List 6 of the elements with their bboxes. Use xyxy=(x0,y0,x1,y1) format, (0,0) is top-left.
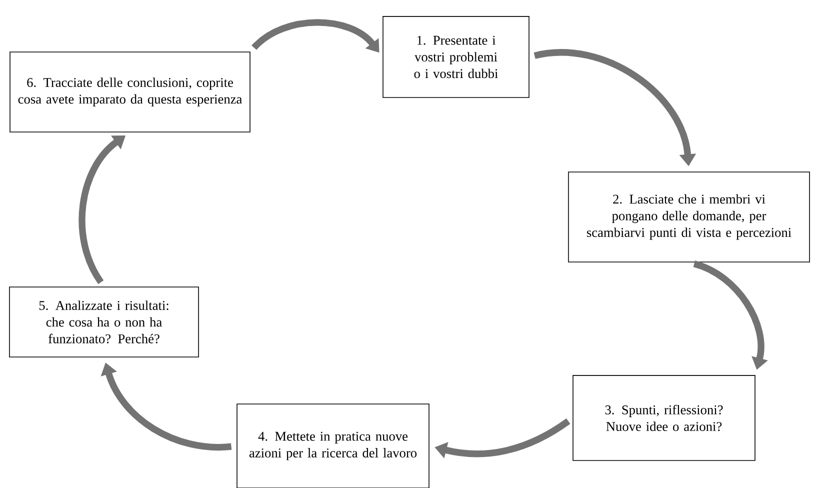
step-box: 1. Presentate i vostri problemi o i vostri dubbi xyxy=(382,16,530,98)
step-box: 6. Tracciate delle conclusioni, coprite cosa avete imparato da questa esperienza xyxy=(10,52,250,132)
step-box: 4. Mettete in pratica nuove azioni per la ricerca del lavoro xyxy=(236,404,430,488)
step-box: 2. Lasciate che i membri vi pongano delle domande, per scambiarvi punti di vista e percezioni xyxy=(568,172,810,262)
step-box: 3. Spunti, riflessioni? Nuove idee o azioni? xyxy=(572,375,756,461)
step-box: 5. Analizzate i risultati: che cosa ha o non ha funzionato? Perché? xyxy=(9,286,199,358)
